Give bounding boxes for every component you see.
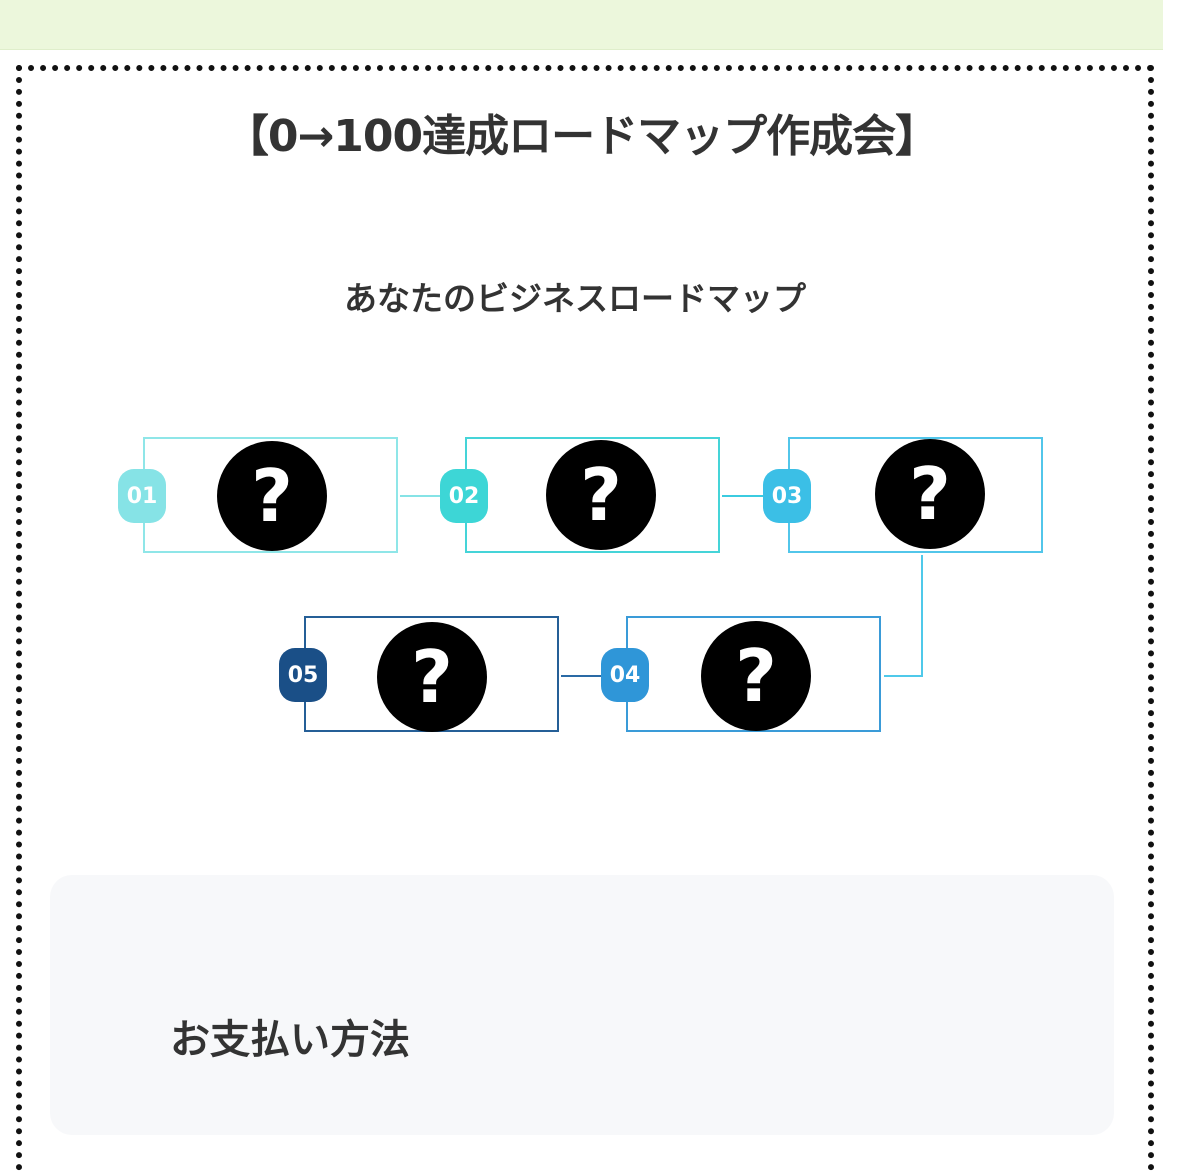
question-mark-icon: ? — [546, 440, 656, 550]
connector-1-2 — [400, 495, 465, 497]
top-banner — [0, 0, 1163, 50]
payment-title: お支払い方法 — [170, 1017, 410, 1063]
connector-4-5 — [561, 675, 626, 677]
dotted-frame — [16, 65, 1154, 1171]
payment-section: お支払い方法 — [50, 875, 1114, 1135]
question-mark-icon: ? — [217, 441, 327, 551]
connector-3-4 — [921, 555, 923, 677]
question-mark-icon: ? — [377, 622, 487, 732]
connector-2-3 — [722, 495, 788, 497]
step-badge-4: 04 — [601, 648, 649, 702]
connector-3-4b — [884, 675, 923, 677]
page-title: 【0→100達成ロードマップ作成会】 — [224, 111, 939, 162]
step-badge-3: 03 — [763, 469, 811, 523]
step-badge-2: 02 — [440, 469, 488, 523]
question-mark-icon: ? — [875, 439, 985, 549]
step-badge-1: 01 — [118, 469, 166, 523]
step-badge-5: 05 — [279, 648, 327, 702]
roadmap-title: あなたのビジネスロードマップ — [344, 279, 806, 318]
question-mark-icon: ? — [701, 621, 811, 731]
